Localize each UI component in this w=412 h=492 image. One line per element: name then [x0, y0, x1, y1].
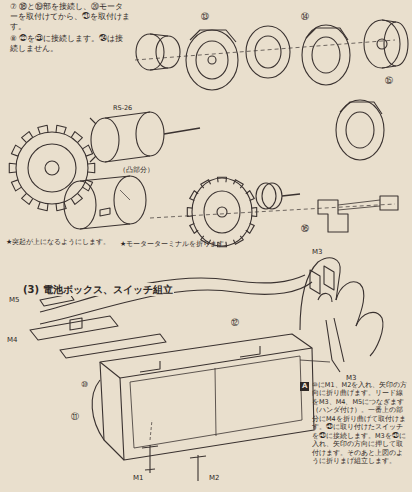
motor-cover: [64, 176, 146, 229]
ring-gear-top: [246, 26, 290, 78]
gear-tooth: [190, 223, 199, 233]
lead-label: M4: [6, 336, 19, 345]
gear-tooth: [71, 132, 82, 143]
gear-tooth: [187, 207, 192, 216]
gear-housing-top: [186, 30, 238, 90]
gear-tooth: [233, 236, 243, 245]
gear-tooth: [217, 177, 226, 182]
gear-tooth: [38, 125, 48, 134]
note-marker: A: [300, 382, 309, 391]
gear-wheel: [9, 125, 94, 210]
end-cap: [364, 20, 408, 68]
gear-tooth: [22, 193, 33, 204]
housing-top-right: [302, 25, 350, 85]
lead-label: M5: [8, 296, 21, 305]
section-heading: (3) 電池ボックス、スイッチ組立: [22, 283, 174, 296]
instruction-text: ⑩にM1、M2を入れ、矢印の方向に折り曲げます。リード線をM3、M4、M5につな…: [312, 381, 408, 465]
motor-rs26: [90, 112, 200, 162]
contact-label: M1: [132, 474, 145, 483]
part-label: （凸部分）: [118, 166, 155, 174]
callout-number: ⑪: [70, 412, 80, 422]
gear-tooth: [190, 191, 199, 201]
gear-tooth: [88, 163, 95, 173]
switch-plates: [30, 294, 166, 358]
gear-tooth: [9, 163, 16, 173]
step-note: ⑦ ⑱と⑲部を接続し、⑳モーターを取付けてから、㉑を取付けます。: [10, 2, 130, 31]
callout-number: ⑯: [300, 224, 310, 234]
contact-label: M2: [208, 474, 221, 483]
battery-box: [92, 334, 314, 460]
gear-tooth: [11, 145, 21, 156]
hand-illustration: [300, 258, 383, 372]
callout-number: ⑩: [80, 380, 89, 390]
note: ★モーターターミナルを折ります。: [120, 240, 231, 249]
gear-housing-mid: [187, 177, 256, 246]
gear-tooth: [71, 193, 82, 204]
callout-number: ⑮: [384, 76, 394, 86]
callout-number: ⑫: [230, 318, 240, 328]
gear-tooth: [38, 202, 48, 211]
gear-tooth: [56, 125, 66, 134]
contacts: [142, 420, 206, 481]
shaft-section: [318, 196, 398, 232]
gear-tooth: [11, 180, 21, 191]
right-housing: [336, 100, 384, 160]
step-note: ⑧ ㉒を㉓に接続します。㉔は接続しません。: [10, 34, 130, 54]
gear-tooth: [22, 132, 33, 143]
lead-label: M3: [311, 248, 324, 257]
small-gear: [256, 183, 300, 209]
gear-tooth: [246, 191, 255, 201]
gear-tooth: [201, 180, 211, 189]
cap-part: [136, 34, 180, 70]
gear-tooth: [246, 223, 255, 233]
gear-tooth: [233, 180, 243, 189]
note: ★突起が上になるようにします。: [6, 238, 110, 247]
callout-number: ⑭: [300, 12, 310, 22]
part-label: RS-26: [112, 104, 133, 112]
callout-number: ⑬: [200, 12, 210, 22]
gear-tooth: [82, 145, 92, 156]
